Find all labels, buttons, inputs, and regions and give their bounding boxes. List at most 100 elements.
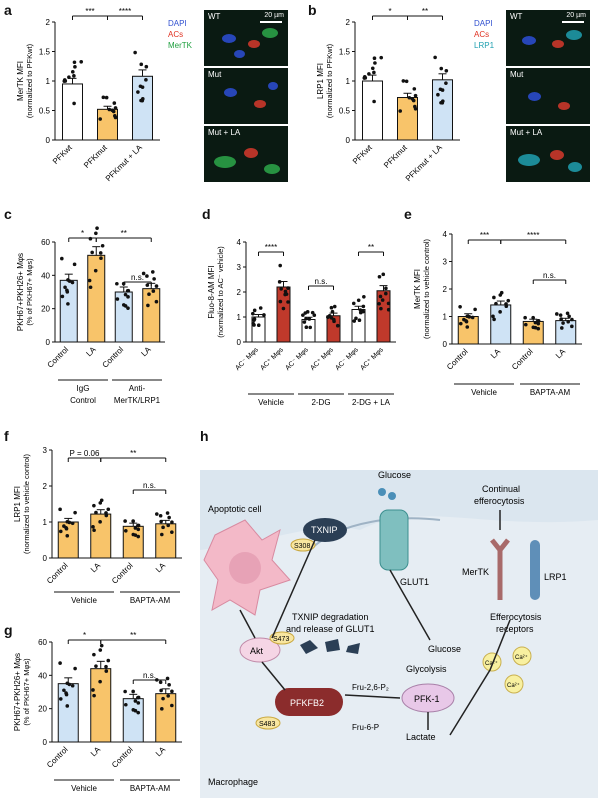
sig-g-1: * (83, 631, 86, 640)
data-point (458, 305, 462, 309)
data-point (561, 321, 565, 325)
data-point (494, 301, 498, 306)
glucose-top-label: Glucose (378, 470, 411, 480)
data-point (499, 290, 504, 295)
data-point (401, 79, 406, 83)
data-point (372, 70, 376, 75)
scale-bar (260, 21, 282, 23)
y-tick-label: 60 (41, 238, 50, 247)
data-point (60, 294, 65, 299)
data-point (70, 70, 75, 74)
chart-c: PKH67+PKH26+ Mφs(% of PKH67+ Mφs)0204060… (16, 226, 165, 405)
chart-a: MerTK MFI(normalized to PFKwt)00.511.52P… (16, 7, 160, 183)
x-tick-label: PFKmut (82, 143, 109, 170)
data-point (91, 525, 95, 529)
sig-c-3: n.s. (131, 273, 144, 282)
data-point (491, 314, 495, 319)
data-point (126, 306, 130, 310)
data-point (70, 683, 75, 688)
y-tick-label: 20 (41, 305, 50, 314)
micrograph-a-wt: WT 20 µm (204, 10, 288, 66)
data-point (92, 652, 96, 657)
data-point (384, 291, 388, 296)
y-tick-label: 40 (41, 271, 50, 280)
y-tick-label: 2 (237, 288, 242, 297)
ca-label: Ca²⁺ (507, 682, 520, 689)
y-axis-label-2: (normalized to AC⁻ vehicle) (216, 246, 225, 338)
sig-g-2: ** (130, 631, 136, 640)
data-point (136, 701, 141, 705)
s473-label: S473 (273, 636, 289, 643)
data-point (384, 286, 388, 291)
data-point (65, 681, 70, 686)
data-point (106, 507, 111, 512)
x-tick-label: AC⁻ Mφs (334, 346, 360, 372)
y-tick-label: 20 (38, 705, 47, 714)
x-tick-label: AC⁺ Mφs (259, 346, 285, 372)
data-point (379, 306, 383, 311)
data-point (310, 310, 315, 315)
data-point (70, 280, 75, 285)
data-point (386, 307, 391, 312)
data-point (136, 695, 140, 700)
data-point (404, 79, 409, 84)
data-point (351, 301, 356, 306)
data-point (256, 323, 261, 327)
pathway-arrows (239, 510, 511, 736)
data-point (533, 320, 538, 325)
bar (397, 97, 418, 141)
data-point (386, 301, 391, 306)
micro-tag: WT (208, 12, 221, 21)
data-point (99, 256, 103, 261)
data-point (58, 529, 63, 534)
sig-e-2: **** (527, 231, 539, 240)
y-tick-label: 2 (46, 18, 51, 27)
legend-mertk: MerTK (168, 41, 192, 50)
data-point (506, 298, 511, 303)
y-axis-label: PKH67+PKH26+ Mφs (16, 253, 25, 331)
x-tick-label: Control (510, 347, 535, 372)
sig-e-3: n.s. (543, 271, 556, 280)
txnip-icon (303, 518, 347, 542)
data-point (107, 107, 112, 112)
data-point (533, 325, 538, 330)
data-point (165, 511, 170, 515)
data-point (154, 284, 159, 288)
glycolysis-label: Glycolysis (406, 664, 447, 674)
data-point (160, 532, 164, 537)
y-tick-label: 0 (43, 738, 48, 747)
sig-a-2: **** (119, 7, 131, 16)
data-point (123, 689, 127, 694)
data-point (60, 256, 64, 261)
chart-e: MerTK MFI(normalized to vehicle control)… (413, 230, 582, 397)
data-point (536, 326, 541, 331)
data-point (284, 292, 289, 296)
data-point (170, 689, 174, 694)
sig-b-2: ** (422, 7, 428, 16)
data-point (286, 300, 290, 304)
data-point (352, 319, 357, 323)
data-point (444, 81, 448, 85)
data-point (251, 321, 255, 326)
y-tick-label: 3 (237, 263, 242, 272)
micro-tag: Mut + LA (510, 128, 543, 137)
x-tick-label: LA (89, 745, 103, 759)
y-axis-label: Fluo-8-AM MFI (207, 265, 216, 318)
data-point (72, 101, 76, 106)
data-point (90, 250, 94, 255)
y-tick-label: 1 (443, 313, 448, 322)
x-tick-label: AC⁺ Mφs (309, 346, 335, 372)
data-point (170, 530, 174, 534)
data-point (92, 693, 96, 698)
legend-acs: ACs (168, 30, 184, 39)
s483-label: S483 (259, 721, 275, 728)
data-point (123, 519, 127, 523)
data-point (367, 72, 371, 76)
data-point (161, 525, 165, 530)
ca-label: Ca²⁺ (485, 660, 498, 667)
sig-c-1: * (81, 229, 84, 238)
data-point (439, 66, 444, 71)
data-point (136, 534, 141, 539)
data-point (100, 243, 105, 248)
data-point (126, 295, 130, 299)
